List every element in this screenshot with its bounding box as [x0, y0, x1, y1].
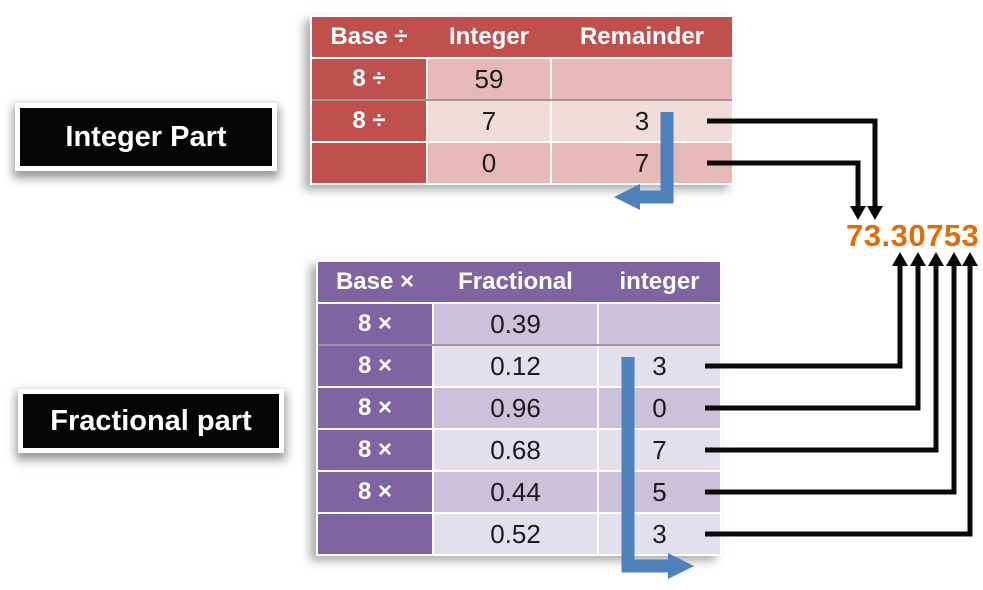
table-row-divider — [312, 99, 732, 101]
table-cell: 3 — [599, 514, 720, 554]
table-cell: 0.12 — [434, 346, 597, 386]
arrow-int3b-to-digit — [705, 266, 973, 537]
table-cell: 3 — [599, 346, 720, 386]
table-cell: 0.44 — [434, 472, 597, 512]
integer-table: Base ÷ Integer Remainder 8 ÷ 59 8 ÷ 7 3 … — [310, 15, 734, 185]
fractional-table: Base × Fractional integer 8 × 0.39 8 × 0… — [316, 260, 722, 556]
table-cell: 0.68 — [434, 430, 597, 470]
integer-table-header-row: Base ÷ Integer Remainder — [312, 17, 732, 57]
header-cell-integer: Integer — [448, 23, 529, 50]
integer-part-label: Integer Part — [15, 103, 277, 171]
table-cell: 7 — [552, 143, 732, 183]
header-cell-base-mul: Base × — [335, 268, 415, 295]
table-cell — [552, 59, 732, 99]
fractional-part-label: Fractional part — [18, 389, 284, 453]
arrowhead-up-icon — [910, 252, 926, 266]
table-cell: 8 × — [318, 430, 432, 470]
table-cell: 0 — [428, 143, 550, 183]
table-cell — [312, 143, 426, 183]
table-cell: 7 — [599, 430, 720, 470]
arrowhead-right-icon — [668, 553, 694, 579]
table-cell: 8 × — [318, 304, 432, 344]
table-cell: 0.39 — [434, 304, 597, 344]
header-cell-fractional: Fractional — [458, 268, 573, 295]
table-cell: 0 — [599, 388, 720, 428]
table-cell: 8 ÷ — [312, 101, 426, 141]
fractional-table-header-row: Base × Fractional integer — [318, 262, 720, 302]
table-cell: 8 × — [318, 388, 432, 428]
table-cell — [318, 514, 432, 554]
arrowhead-up-icon — [928, 252, 944, 266]
table-row-divider — [318, 344, 720, 346]
arrow-int3-to-digit — [705, 266, 903, 369]
table-cell: 0.96 — [434, 388, 597, 428]
header-cell-base-div: Base ÷ — [330, 23, 408, 50]
arrowhead-up-icon — [962, 252, 978, 266]
arrowhead-up-icon — [946, 252, 962, 266]
table-cell: 0.52 — [434, 514, 597, 554]
table-cell: 8 ÷ — [312, 59, 426, 99]
octal-result-value: 73.30753 — [846, 218, 980, 253]
integer-part-label-text: Integer Part — [65, 120, 227, 153]
header-cell-remainder: Remainder — [579, 23, 705, 50]
arrow-int0-to-digit — [705, 266, 921, 411]
table-cell — [599, 304, 720, 344]
table-cell: 8 × — [318, 346, 432, 386]
arrowhead-up-icon — [892, 252, 908, 266]
table-cell: 8 × — [318, 472, 432, 512]
fractional-part-label-text: Fractional part — [50, 404, 252, 437]
table-cell: 59 — [428, 59, 550, 99]
table-cell: 3 — [552, 101, 732, 141]
header-cell-int: integer — [619, 268, 700, 295]
arrowhead-left-icon — [614, 184, 640, 210]
arrow-int7-to-digit — [705, 266, 939, 453]
table-cell: 7 — [428, 101, 550, 141]
arrow-int5-to-digit — [705, 266, 957, 495]
table-cell: 5 — [599, 472, 720, 512]
